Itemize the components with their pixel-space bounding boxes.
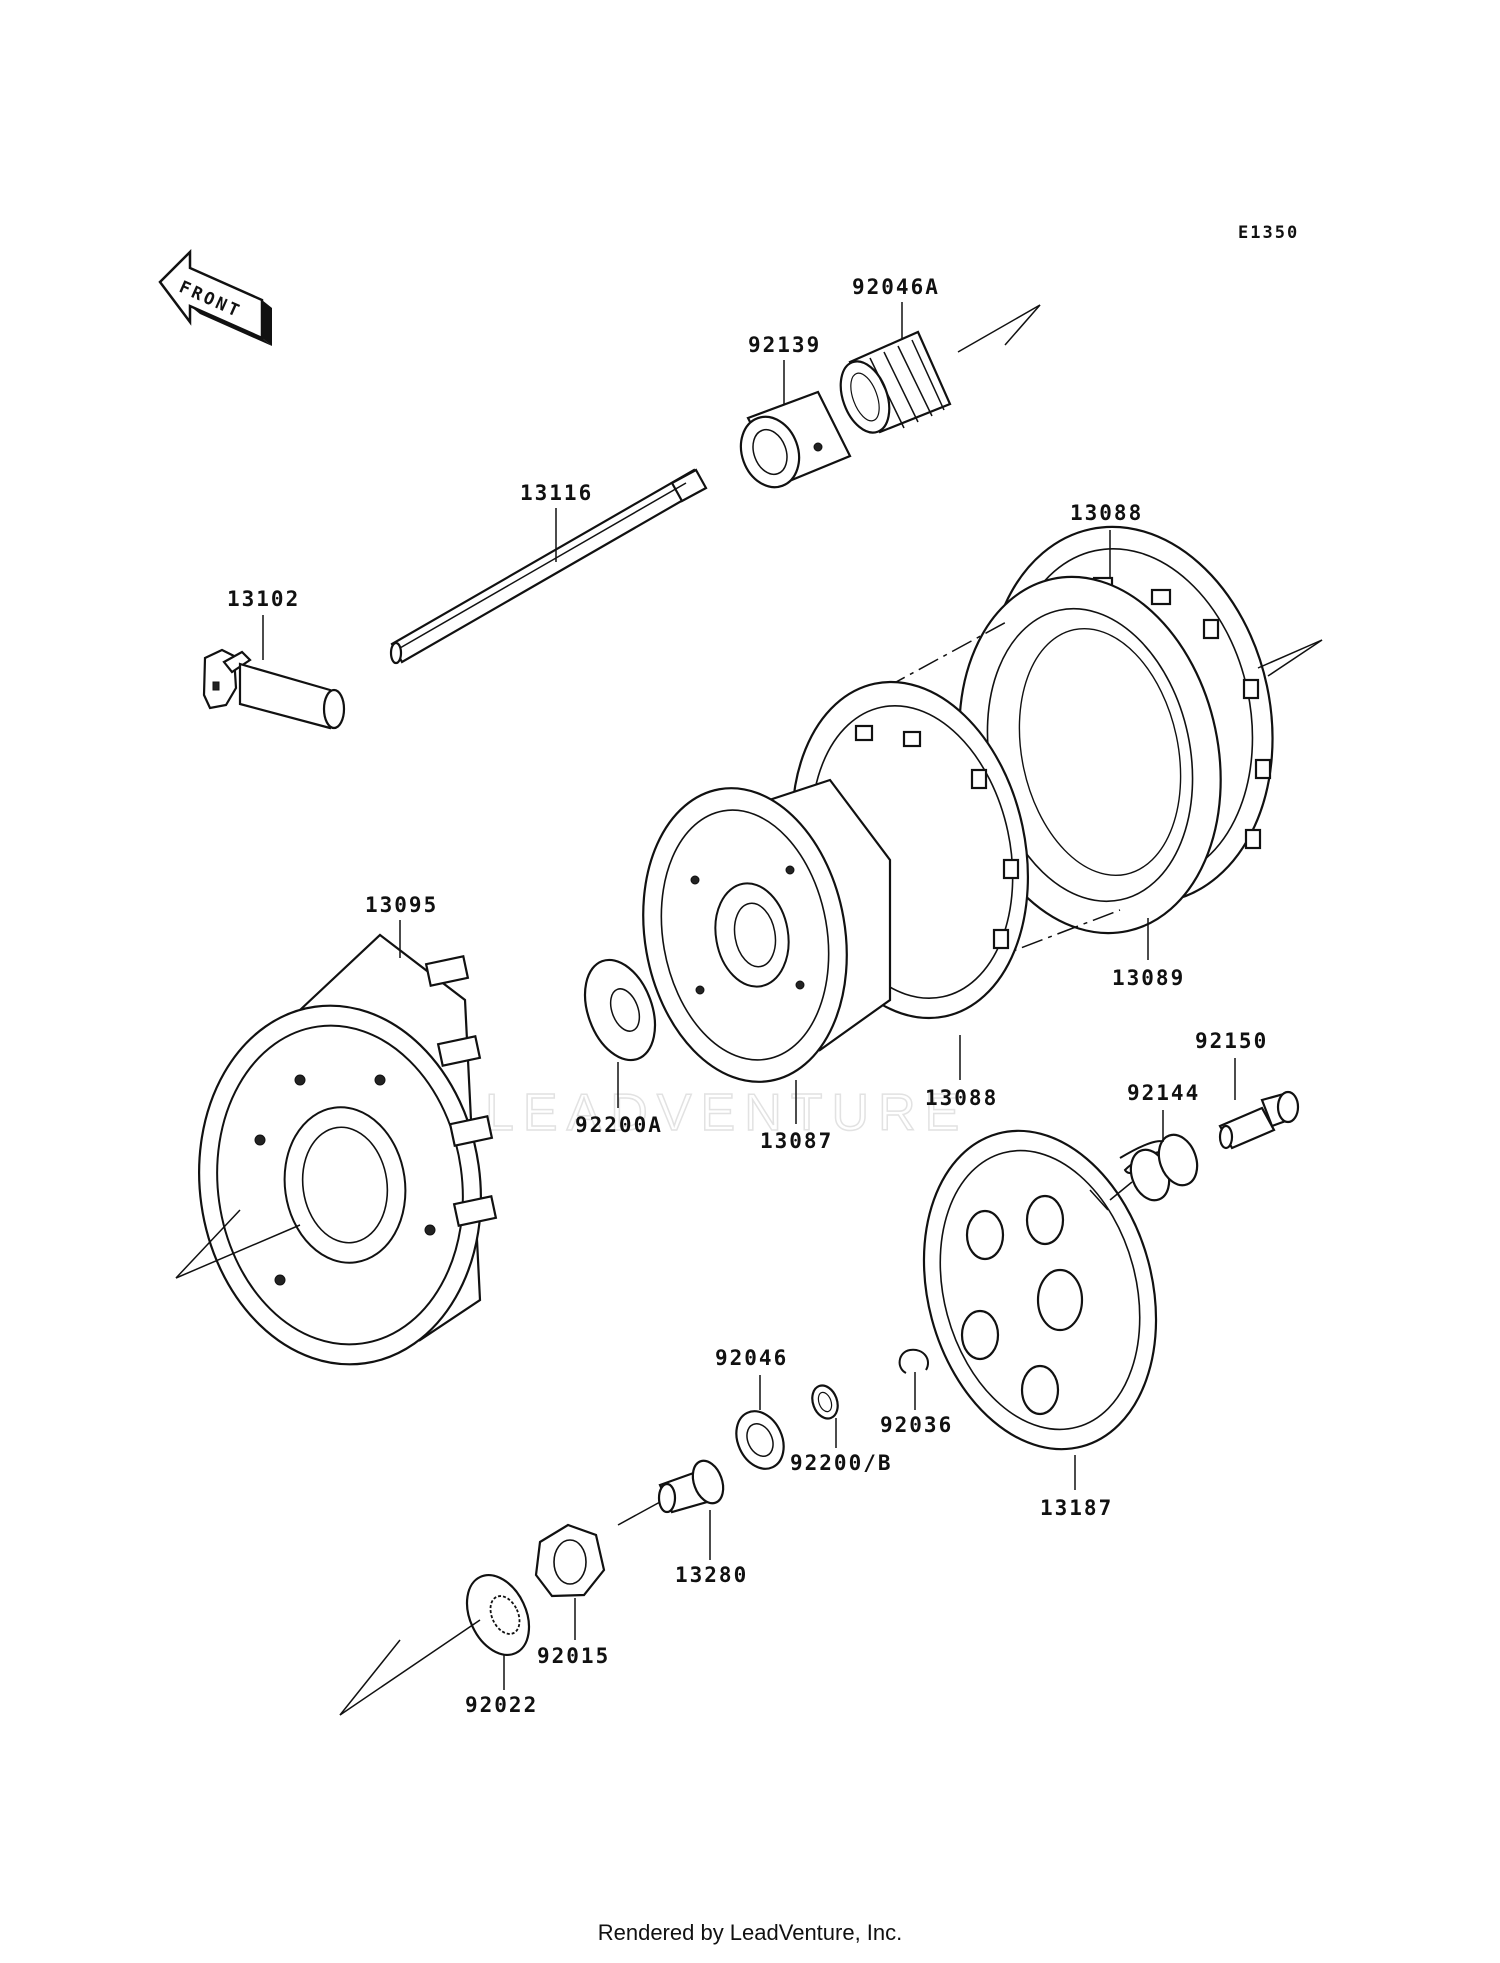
circlip-92036 [898, 1348, 929, 1374]
part-label-13088-bottom: 13088 [925, 1086, 998, 1110]
collar-92139 [739, 390, 852, 489]
part-label-13095: 13095 [365, 893, 438, 917]
part-label-92139: 92139 [748, 333, 821, 357]
needle-bearing-92046A [839, 330, 952, 434]
spring-92144 [1119, 1133, 1199, 1202]
part-label-92200B: 92200/B [790, 1451, 893, 1475]
pressure-plate-13187 [922, 1129, 1158, 1451]
clutch-housing-13095 [198, 933, 498, 1366]
part-label-13089: 13089 [1112, 966, 1185, 990]
release-lever-13102 [202, 648, 346, 730]
part-label-92144: 92144 [1127, 1081, 1200, 1105]
footer-credit: Rendered by LeadVenture, Inc. [597, 1920, 903, 1945]
part-label-92015: 92015 [537, 1644, 610, 1668]
part-label-13088-top: 13088 [1070, 501, 1143, 525]
washer-92200B [811, 1384, 839, 1420]
bearing-92046 [735, 1410, 785, 1470]
lock-washer-92022 [465, 1574, 531, 1656]
pusher-13280 [657, 1459, 725, 1514]
push-rod-13116 [389, 468, 708, 665]
nut-92015 [534, 1523, 606, 1598]
bolt-92150 [1218, 1090, 1300, 1150]
front-arrow-icon: FRONT [158, 248, 272, 346]
part-label-13102: 13102 [227, 587, 300, 611]
part-label-13087: 13087 [760, 1129, 833, 1153]
watermark-text: LEADVENTURE [485, 1084, 968, 1142]
part-label-92036: 92036 [880, 1413, 953, 1437]
washer-92200A [583, 958, 657, 1062]
part-label-13187: 13187 [1040, 1496, 1113, 1520]
diagram-code: E1350 [1238, 223, 1299, 243]
part-label-13116: 13116 [520, 481, 593, 505]
part-label-92046A: 92046A [852, 275, 940, 299]
part-label-92150: 92150 [1195, 1029, 1268, 1053]
part-label-92022: 92022 [465, 1693, 538, 1717]
part-label-92046: 92046 [715, 1346, 788, 1370]
part-label-13280: 13280 [675, 1563, 748, 1587]
part-label-92200A: 92200A [575, 1113, 663, 1137]
clutch-hub-13087 [642, 778, 892, 1083]
